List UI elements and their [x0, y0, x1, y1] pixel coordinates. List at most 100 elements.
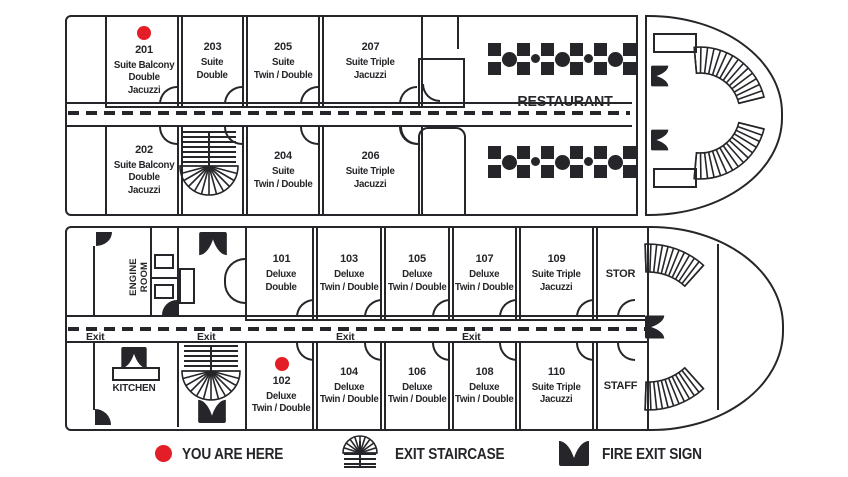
upper-corridor-dashed-line: [68, 111, 630, 115]
room-name: Deluxe Twin / Double: [387, 381, 447, 405]
room-name: Suite Triple Jacuzzi: [532, 381, 581, 405]
kitchen-counter: [112, 367, 160, 381]
round-table: [501, 51, 517, 67]
room-number: 102: [272, 374, 291, 387]
chair: [594, 146, 607, 159]
wall: [177, 343, 179, 427]
round-table: [554, 154, 570, 170]
room-name: Suite Twin / Double: [253, 57, 313, 81]
chair: [594, 43, 607, 56]
restaurant-table-cluster: [594, 43, 636, 75]
door-leaf: [162, 300, 177, 315]
you-are-here-icon: [155, 445, 172, 462]
room-101: 101 Deluxe Double: [245, 226, 318, 321]
door-arc: [159, 86, 177, 104]
wall: [150, 228, 152, 317]
bow-bench: [653, 33, 697, 53]
small-table: [584, 157, 593, 166]
room-207: 207 Suite Triple Jacuzzi: [318, 15, 423, 108]
room-number: 201: [135, 44, 153, 57]
staircase-center-rail: [208, 131, 210, 166]
engine-room-label: ENGINE ROOM: [128, 258, 150, 296]
lobby-shelf: [179, 268, 195, 304]
round-table: [554, 51, 570, 67]
round-table: [501, 154, 517, 170]
room-name: Deluxe Twin / Double: [252, 390, 311, 414]
exit-label: Exit: [197, 331, 216, 343]
exit-staircase-label: EXIT STAIRCASE: [395, 446, 505, 463]
room-201: 201 Suite Balcony Double Jacuzzi: [105, 15, 183, 108]
restaurant-label: RESTAURANT: [517, 93, 613, 110]
room-102: 102 Deluxe Twin / Double: [245, 341, 318, 431]
room-107: 107 Deluxe Twin / Double: [448, 226, 521, 321]
room-number: 101: [272, 253, 291, 266]
restaurant-table-cluster: [594, 146, 636, 178]
vestibule-lower-room: [418, 127, 466, 216]
chair: [541, 146, 554, 159]
room-name: Deluxe Twin / Double: [455, 269, 514, 293]
fire-exit-sign-label: FIRE EXIT SIGN: [602, 446, 702, 463]
wall: [150, 277, 179, 279]
room-number: 207: [361, 41, 380, 54]
chair: [488, 43, 501, 56]
room-number: 110: [547, 365, 566, 378]
door-arc: [399, 86, 417, 104]
exit-label: Exit: [86, 331, 105, 343]
door-arc: [432, 299, 450, 317]
room-name: Suite Triple Jacuzzi: [346, 166, 395, 190]
chair: [488, 146, 501, 159]
room-name: Deluxe Twin / Double: [319, 381, 379, 405]
fire-exit-sign-icon: [645, 310, 665, 344]
room-204: 204 Suite Twin / Double: [242, 125, 324, 216]
room-number: 205: [274, 41, 292, 54]
room-name: Suite Triple Jacuzzi: [346, 57, 395, 81]
room-106: 106 Deluxe Twin / Double: [380, 341, 454, 431]
room-number: 108: [475, 365, 494, 378]
door-arc: [576, 299, 594, 317]
chair: [623, 146, 636, 159]
room-number: 203: [203, 41, 222, 54]
bow-bench: [653, 168, 697, 188]
restaurant-table-cluster: [488, 146, 530, 178]
chair: [488, 165, 501, 178]
chair: [488, 62, 501, 75]
chair: [623, 165, 636, 178]
small-table: [531, 54, 540, 63]
chair: [517, 43, 530, 56]
chair: [570, 43, 583, 56]
room-108: 108 Deluxe Twin / Double: [448, 341, 521, 431]
fire-exit-sign-icon: [651, 63, 669, 89]
bow-partition-wall: [717, 244, 719, 410]
room-206: 206 Suite Triple Jacuzzi: [318, 125, 423, 216]
small-table: [584, 54, 593, 63]
room-name: Suite Double: [196, 57, 229, 81]
chair: [541, 165, 554, 178]
chair: [623, 43, 636, 56]
room-number: 109: [547, 253, 566, 266]
electrical-panel: [154, 254, 174, 269]
chair: [570, 165, 583, 178]
room-number: 206: [361, 150, 380, 163]
room-110: 110 Suite Triple Jacuzzi: [515, 341, 598, 431]
staircase-center-rail: [359, 441, 361, 466]
round-table: [607, 154, 623, 170]
door-arc: [300, 86, 318, 104]
room-203: 203 Suite Double: [177, 15, 248, 108]
wall: [65, 102, 632, 104]
chair: [570, 62, 583, 75]
wall: [65, 315, 645, 317]
room-109: 109 Suite Triple Jacuzzi: [515, 226, 598, 321]
wall: [177, 228, 179, 317]
room-number: 204: [274, 150, 292, 163]
wall: [93, 246, 95, 317]
lower-corridor-dashed-line: [68, 327, 645, 331]
room-name: Deluxe Twin / Double: [387, 269, 447, 293]
fire-exit-sign-icon: [198, 232, 228, 256]
door-arc: [617, 299, 635, 317]
room-number: 105: [408, 253, 426, 266]
room-name: Suite Balcony Double Jacuzzi: [113, 60, 175, 96]
vestibule-closet: [418, 58, 465, 108]
you-are-here-dot: [274, 356, 289, 371]
chair: [594, 62, 607, 75]
